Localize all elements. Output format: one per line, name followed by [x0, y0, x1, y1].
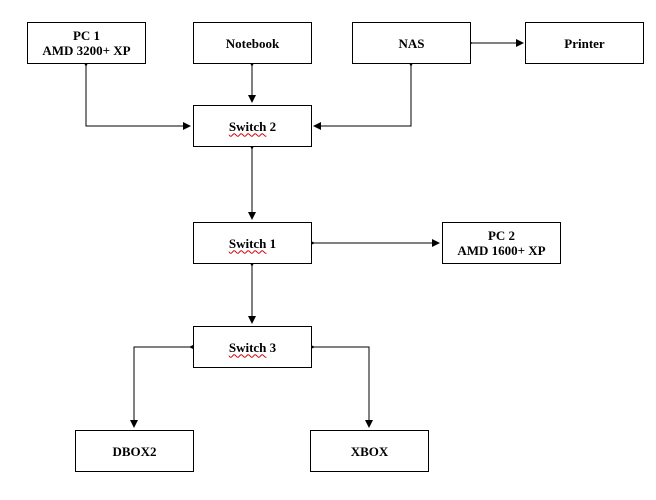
node-pc2: PC 2 AMD 1600+ XP: [442, 222, 561, 264]
edge-pc1-switch2: [82, 59, 191, 130]
node-switch1: Switch 1: [193, 222, 312, 264]
node-xbox: XBOX: [310, 430, 429, 472]
node-xbox-label: XBOX: [350, 443, 389, 459]
spellcheck-word: Switch: [228, 339, 267, 355]
node-switch3-label: Switch 3: [229, 340, 276, 355]
edge-switch3-dbox2: [130, 343, 197, 428]
switch-number: 3: [266, 339, 277, 355]
node-printer: Printer: [525, 22, 644, 64]
switch-number: 2: [266, 118, 277, 134]
node-pc1-name: PC 1: [72, 28, 101, 43]
node-dbox2-label: DBOX2: [112, 443, 157, 459]
switch-number: 1: [266, 235, 277, 251]
node-nas: NAS: [352, 22, 471, 64]
spellcheck-word: Switch: [228, 118, 267, 134]
node-pc1-cpu: AMD 3200+ XP: [42, 43, 131, 58]
node-switch1-label: Switch 1: [229, 236, 276, 251]
node-notebook-label: Notebook: [225, 35, 280, 51]
node-switch2: Switch 2: [193, 105, 312, 147]
node-nas-label: NAS: [398, 35, 425, 51]
node-pc2-name: PC 2: [487, 228, 516, 243]
node-switch3: Switch 3: [193, 326, 312, 368]
node-notebook: Notebook: [193, 22, 312, 64]
node-pc1: PC 1 AMD 3200+ XP: [27, 22, 146, 64]
edge-nas-switch2: [313, 59, 415, 130]
edge-switch3-xbox: [307, 343, 373, 428]
node-switch2-label: Switch 2: [229, 119, 276, 134]
node-pc2-cpu: AMD 1600+ XP: [457, 243, 546, 258]
node-printer-label: Printer: [564, 35, 605, 51]
node-dbox2: DBOX2: [75, 430, 194, 472]
spellcheck-word: Switch: [228, 235, 267, 251]
